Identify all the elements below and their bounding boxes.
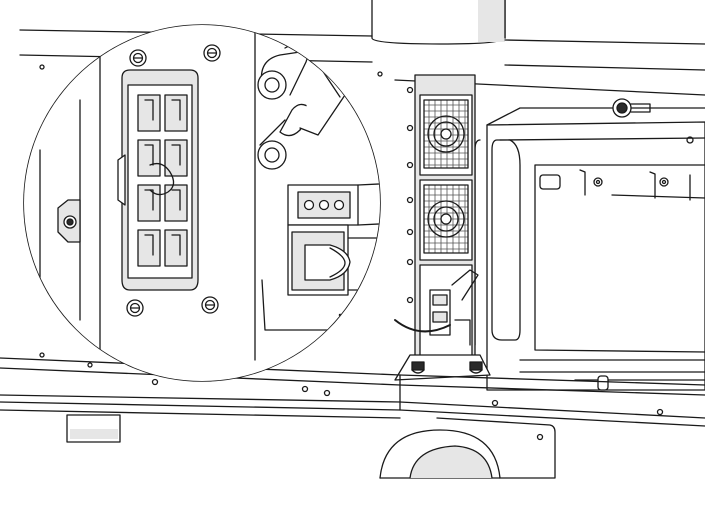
fan-module [394, 74, 479, 366]
top-duct [371, 0, 506, 45]
bottom-slot [66, 414, 121, 443]
screw-icon [129, 49, 147, 67]
fan-grille-upper [423, 99, 469, 169]
screw-icon [201, 296, 219, 314]
power-supply-unit [474, 98, 705, 391]
indicator-module [287, 182, 380, 226]
bottom-pipe [379, 417, 556, 479]
connector-slots [137, 94, 188, 267]
base-rails [0, 352, 705, 427]
power-switch [261, 224, 380, 331]
support-feet [394, 354, 491, 381]
magnified-detail-callout [23, 24, 381, 382]
screw-icon [203, 44, 221, 62]
indicator-holes [303, 199, 345, 211]
hinge-latch [57, 199, 81, 243]
connector-housing [117, 69, 199, 291]
screw-icon [126, 299, 144, 317]
fan-grille-lower [423, 184, 469, 254]
